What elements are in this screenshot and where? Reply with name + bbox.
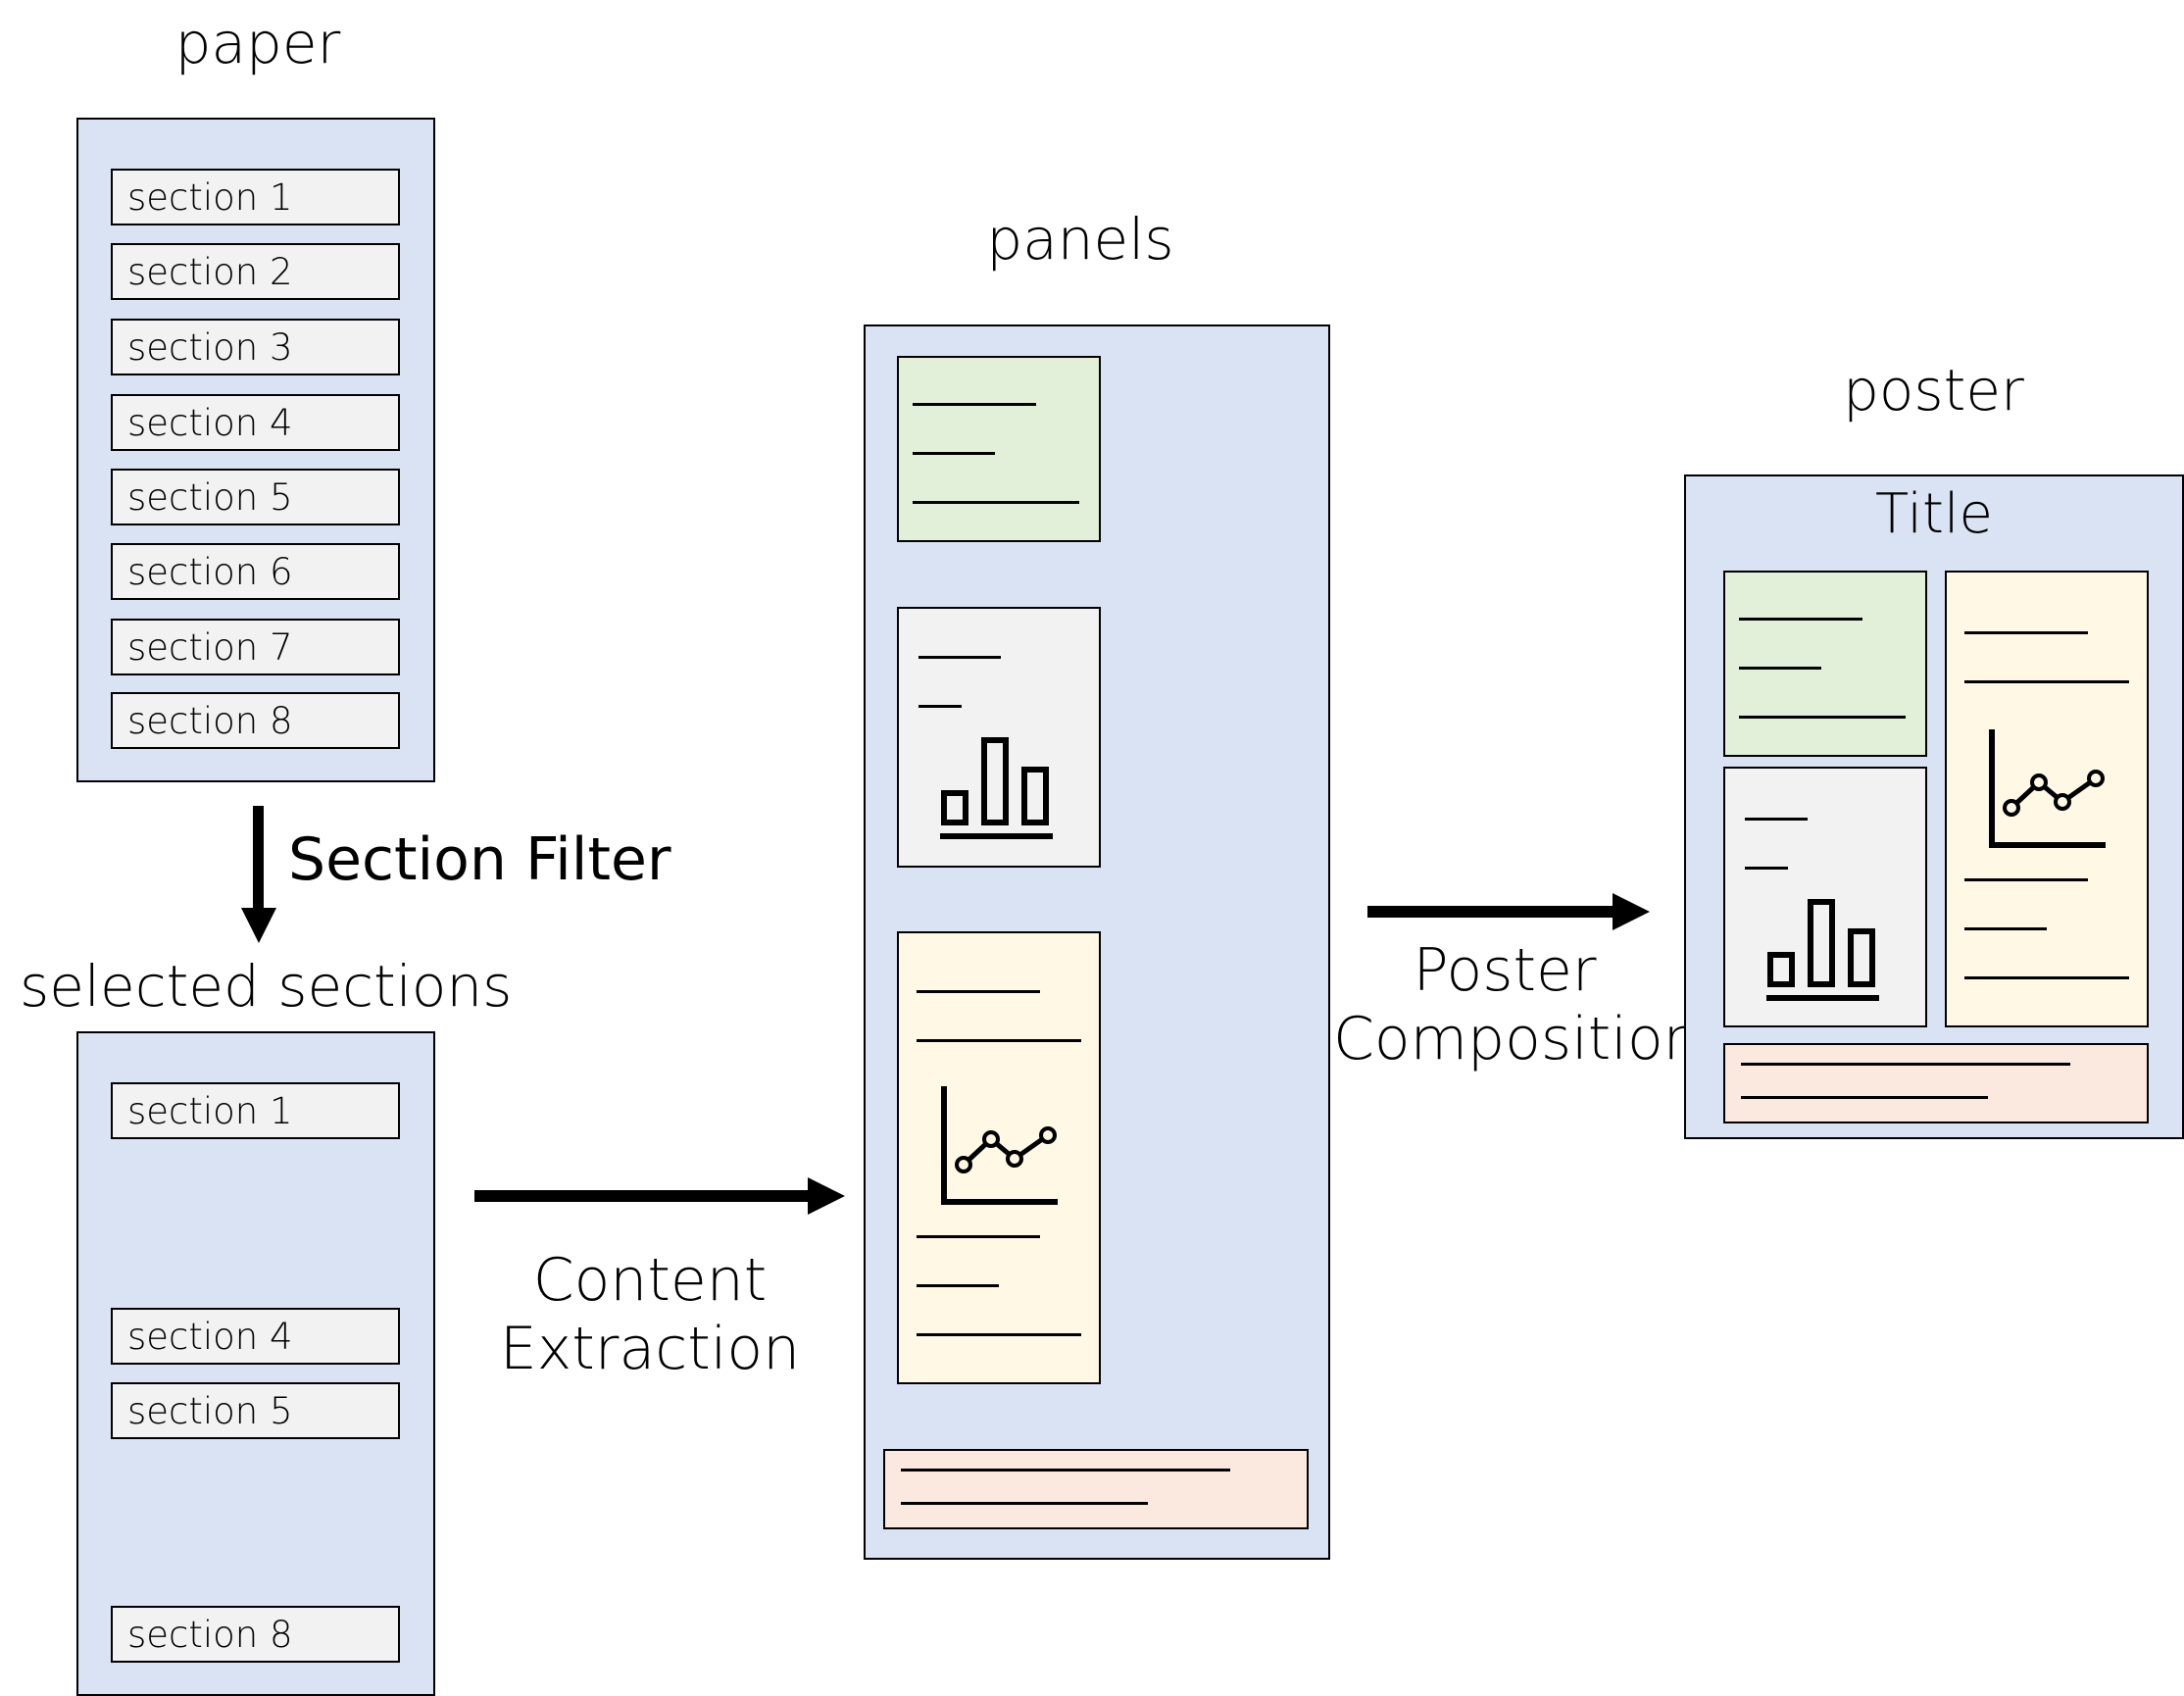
poster-title: Title — [1874, 482, 1993, 546]
poster-text-panel-green — [1723, 571, 1927, 757]
content-extraction-label-2: Extraction — [499, 1315, 801, 1383]
text-line — [917, 1333, 1081, 1336]
text-line — [917, 1284, 999, 1287]
selected-section-8: section 8 — [111, 1606, 400, 1663]
text-line — [1964, 927, 2047, 930]
text-line — [901, 1469, 1230, 1472]
paper-section-1: section 1 — [111, 169, 400, 225]
paper-section-8: section 8 — [111, 692, 400, 749]
text-line — [1964, 631, 2088, 634]
text-line — [913, 452, 995, 455]
paper-section-7: section 7 — [111, 619, 400, 675]
poster-composition-label-1: Poster — [1413, 936, 1597, 1005]
paper-heading: paper — [174, 10, 341, 76]
panels-heading: panels — [986, 206, 1174, 273]
paper-section-5: section 5 — [111, 469, 400, 525]
poster-figure-panel-line — [1945, 571, 2149, 1027]
text-line — [1741, 1063, 2070, 1066]
selected-section-4: section 4 — [111, 1308, 400, 1365]
text-line — [917, 990, 1040, 993]
text-panel-green — [897, 356, 1101, 542]
line-chart-icon — [941, 1086, 1058, 1205]
section-filter-arrow — [241, 806, 276, 943]
text-line — [1739, 716, 1906, 719]
text-line — [918, 656, 1001, 659]
paper-section-4: section 4 — [111, 394, 400, 451]
content-extraction-arrow — [474, 1177, 845, 1215]
selected-sections-document: section 1 section 4 section 5 section 8 — [76, 1031, 435, 1696]
paper-document: section 1 section 2 section 3 section 4 … — [76, 118, 435, 782]
content-extraction-label-1: Content — [532, 1246, 768, 1315]
paper-section-3: section 3 — [111, 319, 400, 375]
text-line — [1739, 618, 1862, 621]
footer-panel — [883, 1449, 1309, 1529]
text-line — [913, 501, 1079, 504]
section-filter-label: Section Filter — [288, 825, 671, 894]
text-line — [901, 1502, 1148, 1505]
selected-sections-heading: selected sections — [20, 953, 513, 1020]
figure-panel-line — [897, 931, 1101, 1384]
text-line — [918, 705, 962, 708]
poster-figure-panel-bar — [1723, 767, 1927, 1027]
selected-section-1: section 1 — [111, 1082, 400, 1139]
selected-section-5: section 5 — [111, 1382, 400, 1439]
text-line — [1964, 878, 2088, 881]
text-line — [917, 1235, 1040, 1238]
poster-document: Title — [1684, 474, 2184, 1139]
text-line — [1739, 667, 1821, 670]
figure-panel-bar — [897, 607, 1101, 868]
text-line — [917, 1039, 1081, 1042]
line-chart-icon — [1989, 729, 2106, 848]
text-line — [1964, 680, 2129, 683]
text-line — [1745, 867, 1788, 870]
paper-section-6: section 6 — [111, 543, 400, 600]
text-line — [1745, 818, 1808, 821]
poster-footer-panel — [1723, 1043, 2149, 1123]
panels-container — [864, 324, 1330, 1560]
poster-composition-label-2: Composition — [1333, 1005, 1701, 1073]
poster-composition-arrow — [1367, 893, 1650, 930]
poster-heading: poster — [1843, 357, 2024, 424]
text-line — [913, 403, 1036, 406]
text-line — [1964, 976, 2129, 979]
bar-chart-icon — [940, 737, 1053, 839]
paper-section-2: section 2 — [111, 243, 400, 300]
text-line — [1741, 1096, 1988, 1099]
bar-chart-icon — [1766, 899, 1879, 1001]
